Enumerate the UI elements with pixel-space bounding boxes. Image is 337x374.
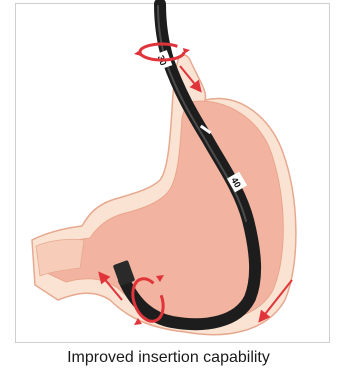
figure-caption: Improved insertion capability: [0, 349, 337, 367]
